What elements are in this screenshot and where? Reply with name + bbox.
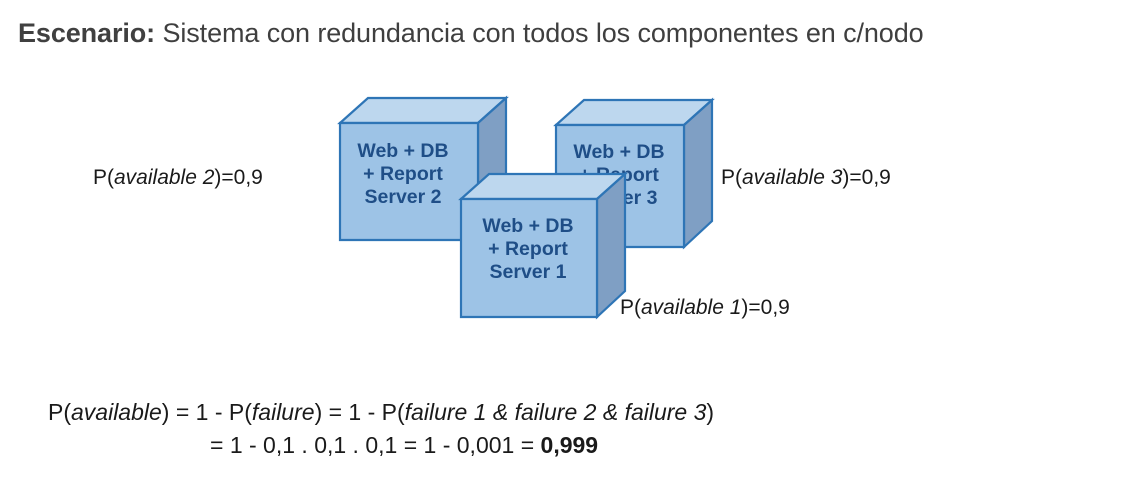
formula-line-2: = 1 - 0,1 . 0,1 . 0,1 = 1 - 0,001 = 0,99… [0, 429, 1148, 462]
server-cube-diagram: Web + DB + Report Server 2 Web + DB + Re… [93, 95, 891, 323]
cube-1-front-face [459, 197, 599, 319]
prob-1-prefix: P( [620, 296, 641, 319]
formula-l2-p1: = 1 - 0,1 . 0,1 . 0,1 = 1 - 0,001 = [210, 432, 541, 459]
prob-1-italic: available 1 [641, 296, 742, 319]
server-cube-1[interactable]: Web + DB + Report Server 1 [458, 171, 634, 323]
prob-1-suffix: )=0,9 [741, 296, 790, 319]
prob-2-italic: available 2 [114, 166, 215, 189]
prob-3-italic: available 3 [742, 166, 843, 189]
page-title-text: Sistema con redundancia con todos los co… [155, 18, 924, 48]
formula-l1-p1: P( [48, 399, 71, 425]
formula-l1-p2: ) = 1 - P( [161, 399, 252, 425]
formula-l1-i3: failure 1 & failure 2 & failure 3 [404, 399, 707, 425]
cube-1-shape [458, 171, 628, 320]
formula-line-1: P(available) = 1 - P(failure) = 1 - P(fa… [0, 396, 1148, 429]
probability-label-server-1: P(available 1)=0,9 [620, 296, 790, 320]
prob-3-suffix: )=0,9 [842, 166, 891, 189]
prob-2-suffix: )=0,9 [214, 166, 263, 189]
page-title: Escenario: Sistema con redundancia con t… [18, 18, 924, 49]
probability-label-server-3: P(available 3)=0,9 [721, 166, 891, 190]
formula-l1-p3: ) = 1 - P( [314, 399, 405, 425]
prob-2-prefix: P( [93, 166, 114, 189]
cube-3-side-face [682, 97, 714, 250]
formula-result: 0,999 [540, 432, 599, 459]
formula-l1-i2: failure [251, 399, 315, 425]
formula-l1-p4: ) [706, 399, 715, 425]
availability-formula: P(available) = 1 - P(failure) = 1 - P(fa… [0, 396, 1148, 463]
page-title-lead: Escenario: [18, 18, 156, 48]
probability-label-server-2: P(available 2)=0,9 [93, 166, 263, 190]
prob-3-prefix: P( [721, 166, 742, 189]
formula-l1-i1: available [71, 399, 162, 425]
cube-2-front-face [338, 121, 480, 242]
